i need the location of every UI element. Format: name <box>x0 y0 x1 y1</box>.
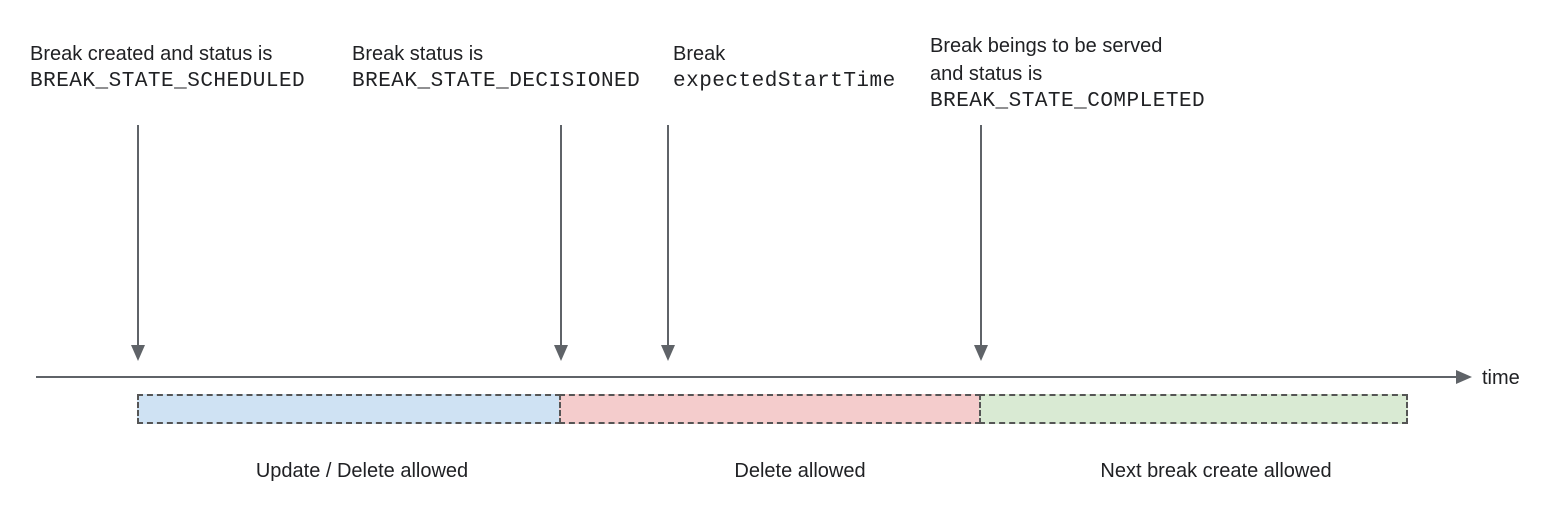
arrow-head <box>661 345 675 361</box>
down-arrow-icon <box>974 125 988 361</box>
arrow-head <box>974 345 988 361</box>
arrow-shaft <box>560 125 562 345</box>
down-arrow-icon <box>661 125 675 361</box>
annotation-code: expectedStartTime <box>673 70 896 93</box>
segment-label-next-break-create: Next break create allowed <box>1100 460 1332 482</box>
annotation-text: Break <box>673 43 726 65</box>
right-arrow-icon <box>1456 370 1472 384</box>
annotation-code: BREAK_STATE_COMPLETED <box>930 90 1206 113</box>
arrow-head <box>131 345 145 361</box>
arrow-shaft <box>137 125 139 345</box>
down-arrow-icon <box>131 125 145 361</box>
segment-label-delete: Delete allowed <box>734 460 866 482</box>
segment-next-break-create-allowed <box>979 394 1408 424</box>
segment-delete-allowed <box>559 394 981 424</box>
time-axis-label: time <box>1482 367 1520 389</box>
annotation-break-completed: Break beings to be served and status is … <box>930 32 1205 116</box>
arrow-shaft <box>667 125 669 345</box>
time-axis-line <box>36 376 1458 378</box>
down-arrow-icon <box>554 125 568 361</box>
annotation-text: Break created and status is <box>30 43 273 65</box>
annotation-text: Break beings to be served <box>930 35 1163 57</box>
annotation-text: and status is <box>930 63 1043 85</box>
annotation-code: BREAK_STATE_DECISIONED <box>352 70 641 93</box>
annotation-break-scheduled: Break created and status is BREAK_STATE_… <box>30 40 305 96</box>
annotation-expected-start-time: Break expectedStartTime <box>673 40 896 96</box>
arrow-shaft <box>980 125 982 345</box>
segment-label-update-delete: Update / Delete allowed <box>255 460 469 482</box>
annotation-code: BREAK_STATE_SCHEDULED <box>30 70 306 93</box>
annotation-break-decisioned: Break status is BREAK_STATE_DECISIONED <box>352 40 640 96</box>
annotation-text: Break status is <box>352 43 484 65</box>
arrow-head <box>554 345 568 361</box>
segment-update-delete-allowed <box>137 394 561 424</box>
